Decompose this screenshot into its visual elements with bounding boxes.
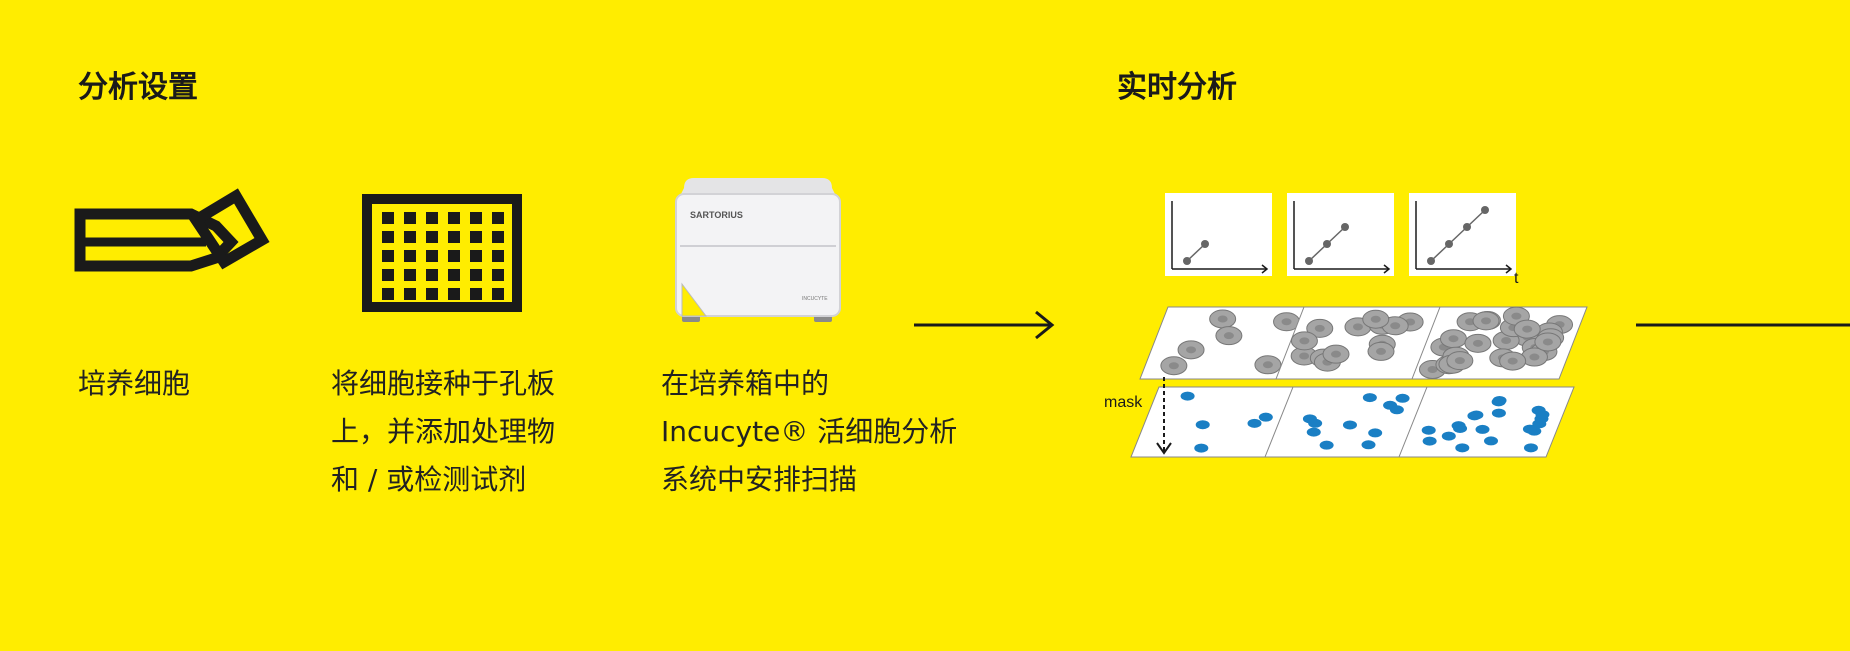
incucyte-instrument-image: SARTORIUS INCUCYTE (675, 178, 841, 322)
section-title-setup: 分析设置 (78, 70, 198, 105)
mask-down-arrow (1156, 377, 1172, 455)
instrument-brand: SARTORIUS (690, 210, 743, 220)
step-caption-seed: 将细胞接种于孔板 上，并添加处理物 和 / 或检测试剂 (331, 367, 556, 496)
graph-point (1201, 240, 1209, 248)
graph-point (1481, 206, 1489, 214)
graph-point (1305, 257, 1313, 265)
phase-image-3 (1411, 306, 1588, 380)
graph-point (1183, 257, 1191, 265)
mask-image-3 (1398, 386, 1575, 458)
kinetic-graph-3 (1409, 193, 1516, 276)
graph-point (1445, 240, 1453, 248)
kinetic-graph-1 (1165, 193, 1272, 276)
step-caption-schedule: 在培养箱中的 Incucyte® 活细胞分析 系统中安排扫描 (661, 367, 958, 496)
instrument-model: INCUCYTE (802, 296, 828, 302)
flow-arrow (914, 310, 1055, 340)
graph-point (1427, 257, 1435, 265)
graph-point (1463, 223, 1471, 231)
graph-point (1341, 223, 1349, 231)
mask-image-1 (1130, 386, 1307, 458)
cell-flask-icon (74, 188, 270, 272)
kinetic-graph-2 (1287, 193, 1394, 276)
step-caption-culture: 培养细胞 (78, 367, 191, 400)
section-title-realtime: 实时分析 (1117, 70, 1237, 105)
continuation-line (1636, 323, 1850, 327)
phase-image-2 (1275, 306, 1452, 380)
mask-image-2 (1264, 386, 1441, 458)
time-axis-label: t (1514, 270, 1519, 287)
phase-image-1 (1139, 306, 1316, 380)
well-plate-icon (362, 194, 522, 312)
graph-point (1323, 240, 1331, 248)
mask-label: mask (1104, 394, 1143, 411)
